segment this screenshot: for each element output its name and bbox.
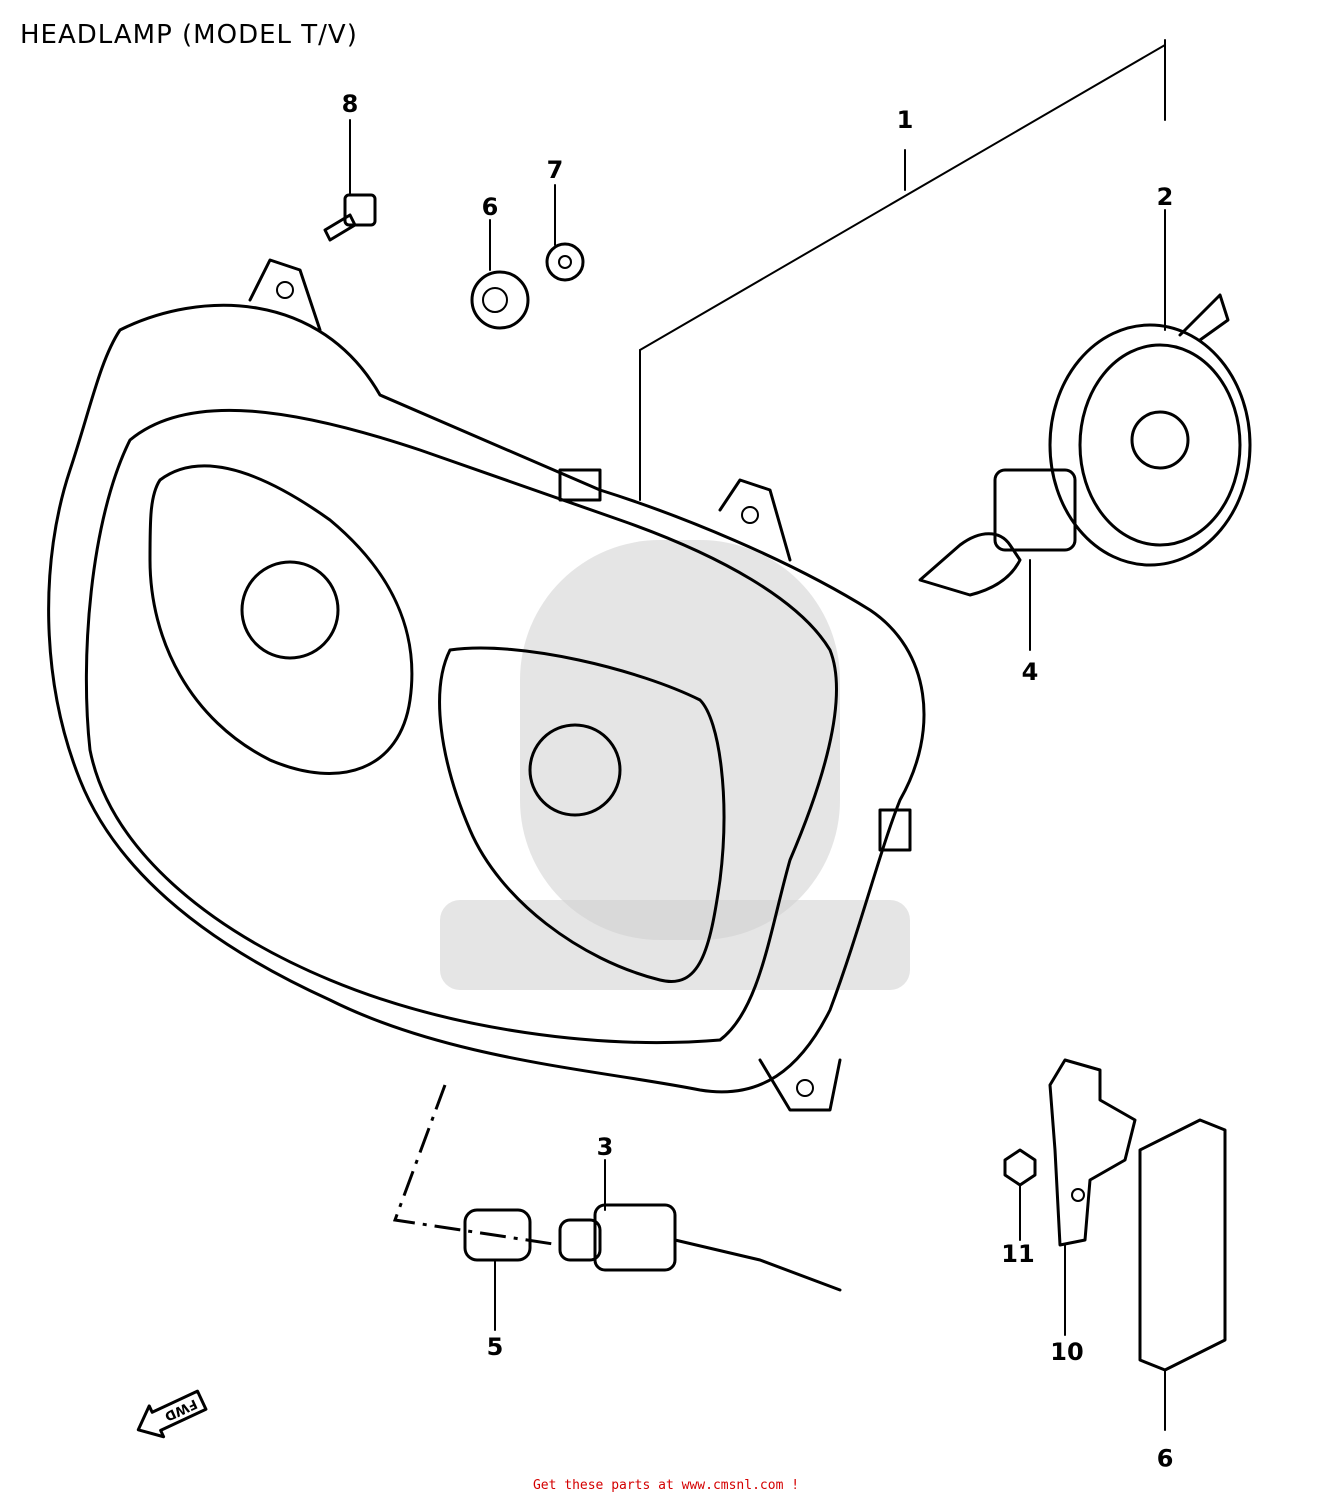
fwd-arrow: FWD: [136, 1389, 208, 1439]
part-10-bracket: [1048, 1058, 1137, 1247]
callout-7: 7: [547, 156, 564, 184]
part-4-bulb: [918, 468, 1077, 597]
callout-1: 1: [897, 106, 914, 134]
callout-3: 3: [597, 1133, 614, 1161]
callout-2: 2: [1157, 183, 1174, 211]
part-2-cover: [1048, 293, 1252, 567]
page-title: HEADLAMP (MODEL T/V): [20, 20, 358, 50]
headlamp-housing: [47, 258, 926, 1112]
leader-bracket-1: [639, 39, 1166, 501]
callout-5: 5: [487, 1333, 504, 1361]
watermark-logo: [440, 540, 910, 990]
callout-6: 6: [482, 193, 499, 221]
part-6-grommet: [470, 270, 530, 330]
callout-8: 8: [342, 90, 359, 118]
footer-link-text[interactable]: Get these parts at www.cmsnl.com !: [532, 1478, 800, 1493]
callout-4: 4: [1022, 658, 1039, 686]
callout-10: 10: [1050, 1338, 1083, 1366]
part-8-bolt: [323, 193, 377, 242]
part-9-reflector: [1138, 1118, 1227, 1372]
leader-lines: [349, 119, 1166, 1431]
dash-line-3-5: [392, 1084, 561, 1247]
part-5-bulb: [463, 1208, 532, 1262]
part-3-socket: [558, 1203, 842, 1292]
callout-11: 11: [1001, 1240, 1034, 1268]
callout-9: 9: [1157, 1443, 1174, 1471]
callout-labels: 1 2 3 4 5 6 7 8 9 10 11: [342, 90, 1174, 1471]
part-11-nut: [1003, 1148, 1037, 1187]
part-7-washer: [545, 242, 585, 282]
